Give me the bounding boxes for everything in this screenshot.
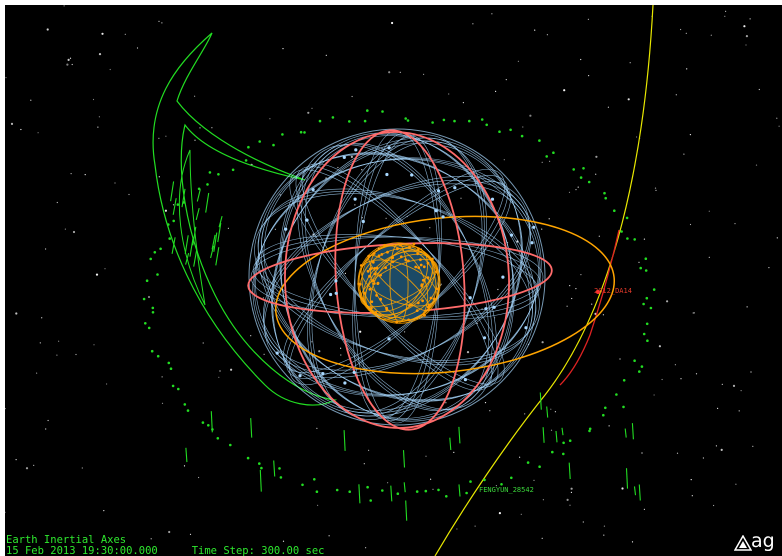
logo-text: ag	[751, 530, 775, 552]
axes-label: Earth Inertial Axes	[6, 534, 127, 546]
gps-satellites	[275, 146, 536, 385]
debris-loop	[152, 32, 338, 406]
leo-satellite-cloud	[357, 242, 441, 324]
time-readout: 15 Feb 2013 19:30:00.000 Time Step: 300.0…	[6, 546, 324, 556]
asteroid-marker[interactable]	[596, 290, 600, 294]
earth-sphere-outline	[248, 128, 546, 426]
time-step: Time Step: 300.00 sec	[191, 545, 325, 556]
logo-triangle-icon	[734, 535, 752, 551]
agi-logo: ag	[734, 530, 782, 554]
asteroid-trajectory-near	[559, 229, 620, 386]
3d-viewport[interactable]: 2012_DA14 FENGYUN_28542 Earth Inertial A…	[5, 5, 782, 556]
debris-loop-inner	[178, 149, 206, 306]
geo-ring	[274, 215, 616, 375]
asteroid-label[interactable]: 2012_DA14	[594, 287, 632, 295]
gps-orbits	[250, 130, 544, 424]
debris-label[interactable]: FENGYUN_28542	[479, 486, 534, 494]
date-time: 15 Feb 2013 19:30:00.000	[6, 545, 158, 556]
star-field	[5, 5, 780, 549]
asteroid-trajectory	[434, 5, 654, 556]
debris-dots	[142, 109, 656, 521]
orbit-scene	[5, 5, 780, 556]
